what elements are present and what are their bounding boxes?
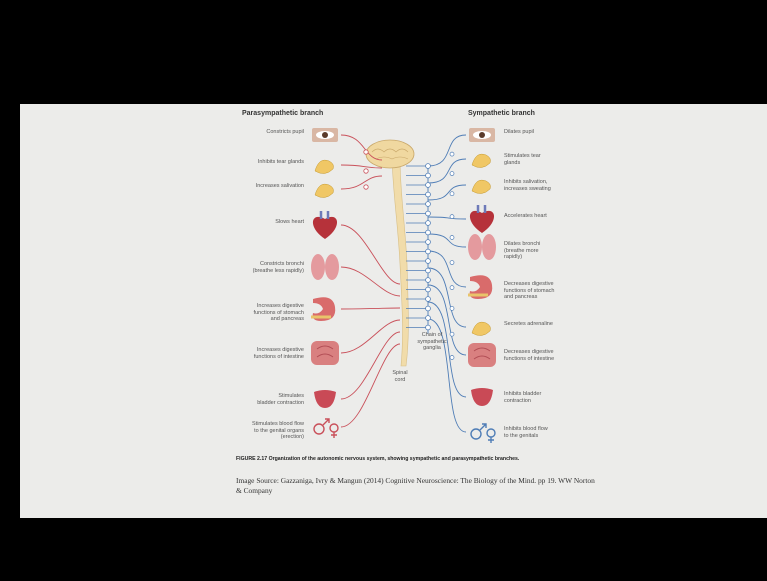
para-nerve-2	[341, 176, 382, 189]
symp-ganglion	[450, 356, 454, 360]
symp-organ-eye-icon	[469, 128, 495, 142]
symp-ganglion	[450, 236, 454, 240]
chain-ganglion	[426, 173, 431, 178]
para-organ-heart-icon	[313, 211, 337, 239]
para-organ-bladder-icon	[314, 390, 336, 408]
chain-ganglion	[426, 211, 431, 216]
figure-caption: FIGURE 2.17 Organization of the autonomi…	[236, 456, 566, 463]
para-label-5: Increases digestive functions of stomach…	[238, 303, 304, 323]
symp-organ-heart-icon	[470, 205, 494, 233]
para-nerve-7	[341, 332, 400, 399]
chain-ganglion	[426, 259, 431, 264]
chain-ganglion	[426, 316, 431, 321]
chain-ganglion	[426, 297, 431, 302]
chain-ganglion	[426, 249, 431, 254]
spinal-cord	[392, 158, 408, 366]
symp-label-6: Secretes adrenaline	[504, 321, 576, 328]
symp-ganglion	[450, 152, 454, 156]
chain-ganglion	[426, 183, 431, 188]
symp-organ-gland-icon	[472, 154, 491, 167]
para-organ-stomach-icon	[311, 297, 335, 321]
sympathetic-nerves	[428, 135, 466, 432]
symp-ganglion	[450, 215, 454, 219]
para-label-8: Stimulates blood flow to the genital org…	[238, 421, 304, 441]
symp-label-4: Dilates bronchi (breathe more rapidly)	[504, 241, 576, 261]
chain-label: Chain of sympathetic ganglia	[412, 332, 452, 352]
symp-ganglion	[450, 306, 454, 310]
chain-ganglion	[426, 192, 431, 197]
slide: Parasympathetic branch Sympathetic branc…	[20, 104, 767, 518]
para-organ-male-icon	[314, 419, 338, 438]
para-nerve-4	[341, 267, 400, 296]
symp-ganglion	[450, 261, 454, 265]
parasympathetic-organs	[311, 128, 339, 438]
symp-label-2: Inhibits salivation, increases sweating	[504, 179, 576, 192]
symp-label-0: Dilates pupil	[504, 129, 576, 136]
symp-organ-intestine-icon	[468, 343, 496, 367]
symp-organ-male-icon	[471, 424, 495, 443]
chain-ganglion	[426, 221, 431, 226]
para-nerve-5	[341, 308, 400, 309]
symp-organ-stomach-icon	[468, 275, 492, 299]
symp-label-7: Decreases digestive functions of intesti…	[504, 349, 576, 362]
symp-organ-gland-icon	[472, 180, 491, 193]
para-label-3: Slows heart	[238, 219, 304, 226]
symp-label-9: Inhibits blood flow to the genitals	[504, 426, 576, 439]
para-ganglion	[364, 169, 368, 173]
para-nerve-3	[341, 225, 400, 284]
symp-nerve-3	[428, 217, 466, 219]
spinal-cord-label: Spinal cord	[385, 370, 415, 383]
symp-ganglion	[450, 286, 454, 290]
symp-organ-bladder-icon	[471, 388, 493, 406]
para-label-1: Inhibits tear glands	[238, 159, 304, 166]
symp-label-1: Stimulates tear glands	[504, 153, 576, 166]
symp-organ-lungs-icon	[468, 234, 496, 260]
brain-icon	[366, 140, 414, 168]
sympathetic-header: Sympathetic branch	[468, 110, 535, 117]
para-label-6: Increases digestive functions of intesti…	[238, 347, 304, 360]
para-label-7: Stimulates bladder contraction	[238, 393, 304, 406]
sympathetic-ganglia-chain	[406, 164, 430, 334]
chain-ganglion	[426, 325, 431, 330]
image-source: Image Source: Gazzaniga, Ivry & Mangun (…	[236, 476, 596, 496]
chain-ganglion	[426, 230, 431, 235]
chain-ganglion	[426, 306, 431, 311]
para-organ-lungs-icon	[311, 254, 339, 280]
para-label-0: Constricts pupil	[238, 129, 304, 136]
para-organ-eye-icon	[312, 128, 338, 142]
para-organ-gland-icon	[315, 184, 334, 197]
para-label-2: Increases salivation	[238, 183, 304, 190]
symp-organ-gland-icon	[472, 322, 491, 335]
symp-nerve-4	[428, 234, 466, 247]
symp-label-3: Accelerates heart	[504, 213, 576, 220]
para-ganglion	[364, 150, 368, 154]
symp-nerve-2	[428, 185, 466, 200]
para-label-4: Constricts bronchi (breathe less rapidly…	[238, 261, 304, 274]
chain-ganglion	[426, 287, 431, 292]
symp-label-5: Decreases digestive functions of stomach…	[504, 281, 576, 301]
symp-ganglion	[450, 172, 454, 176]
sympathetic-organs	[468, 128, 496, 443]
para-organ-intestine-icon	[311, 341, 339, 365]
para-organ-gland-icon	[315, 160, 334, 173]
symp-ganglion	[450, 192, 454, 196]
chain-ganglion	[426, 278, 431, 283]
chain-ganglion	[426, 240, 431, 245]
para-nerve-8	[341, 344, 400, 427]
chain-ganglion	[426, 202, 431, 207]
symp-nerve-1	[428, 159, 466, 183]
parasympathetic-header: Parasympathetic branch	[242, 110, 323, 117]
symp-label-8: Inhibits bladder contraction	[504, 391, 576, 404]
chain-ganglion	[426, 164, 431, 169]
para-ganglion	[364, 185, 368, 189]
symp-nerve-0	[428, 135, 466, 166]
symp-nerve-6	[428, 268, 466, 327]
chain-ganglion	[426, 268, 431, 273]
parasympathetic-nerves	[341, 135, 400, 427]
